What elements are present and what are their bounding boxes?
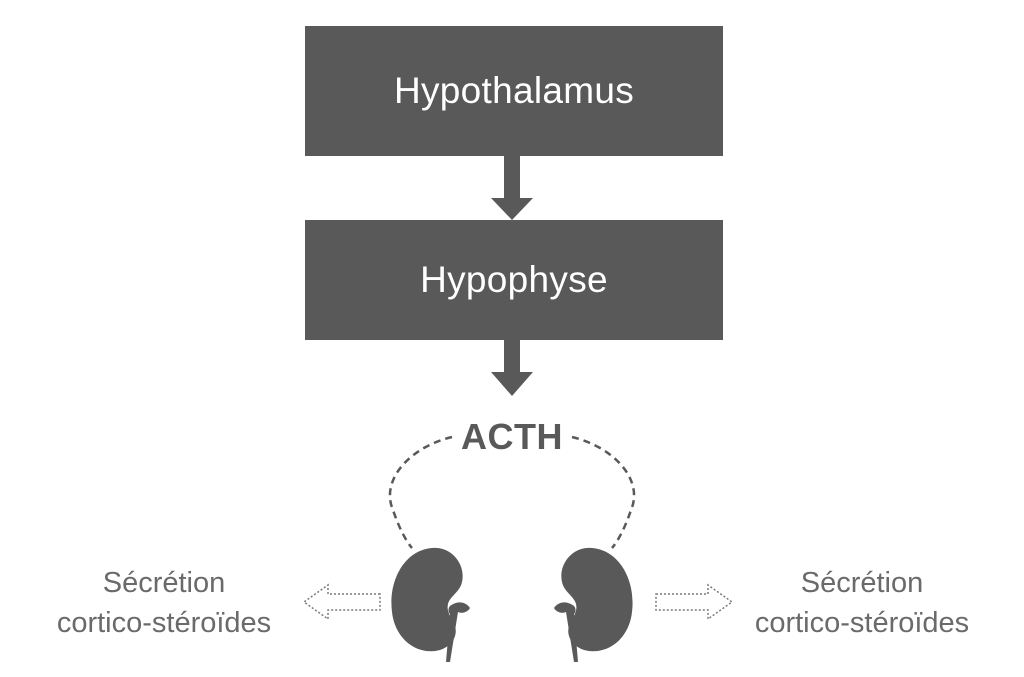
kidney-icon — [554, 547, 633, 662]
right-secretion-line2: cortico-stéroïdes — [754, 607, 970, 639]
right-secretion-line1: Sécrétion — [800, 567, 924, 599]
secretion-arrow-right — [655, 583, 734, 621]
dashed-path-left — [388, 435, 453, 549]
arrow-hypothalamus-to-hypophyse — [491, 156, 533, 220]
right-secretion-label: Sécrétion cortico-stéroïdes — [712, 563, 1012, 643]
hypophyse-label: Hypophyse — [420, 259, 608, 300]
left-secretion-label: Sécrétion cortico-stéroïdes — [14, 563, 314, 643]
hypothalamus-label: Hypothalamus — [393, 70, 635, 111]
kidney-icon — [391, 547, 470, 662]
secretion-arrow-left — [302, 583, 381, 621]
hypophyse-node: Hypophyse — [305, 220, 723, 340]
dashed-path-right — [571, 435, 636, 549]
arrow-hypophyse-to-acth — [491, 340, 533, 396]
left-secretion-line2: cortico-stéroïdes — [56, 607, 272, 639]
left-secretion-line1: Sécrétion — [102, 567, 226, 599]
acth-label: ACTH — [461, 416, 563, 457]
hypothalamus-node: Hypothalamus — [305, 26, 723, 156]
